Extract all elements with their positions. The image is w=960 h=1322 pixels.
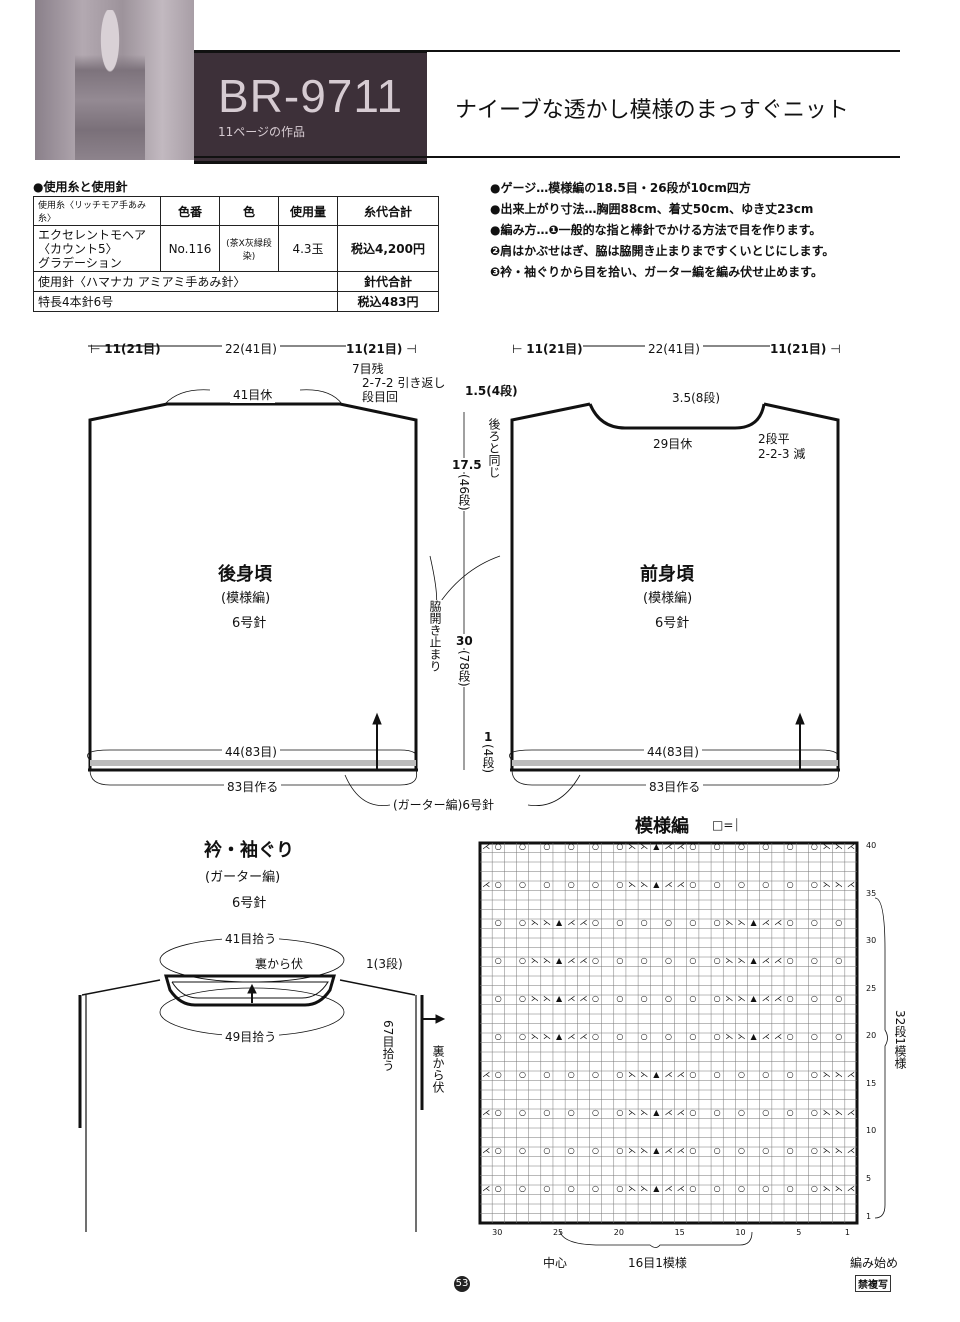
shoulder-note: 7目残 2-7-2 引き返し 段目回 — [352, 362, 446, 404]
armhole-pick: 67目拾う — [381, 1020, 395, 1072]
side-rows: (78段) — [456, 650, 473, 687]
model-photo — [35, 0, 194, 160]
col-amount: 使用量 — [278, 196, 338, 226]
front-pattern: (模様編) — [643, 591, 693, 606]
armhole-bind-off: 裏から伏 — [431, 1045, 445, 1093]
front-dim-center: 22(41目) — [645, 340, 703, 357]
back-cast-on: 83目作る — [224, 778, 282, 795]
front-width: 44(83目) — [644, 743, 702, 760]
materials-table: 使用糸〈リッチモア手あみ糸〉 色番 色 使用量 糸代合計 エクセレントモヘア 〈… — [33, 196, 439, 312]
hem-dim: 1 — [484, 730, 493, 744]
divider — [194, 156, 900, 158]
page-number: 53 — [454, 1276, 470, 1292]
yarn-price: 税込4,200円 — [337, 225, 439, 272]
needle-name: 特長4本針6号 — [33, 291, 338, 312]
back-body-title: 後身頃 — [218, 564, 272, 585]
front-cast-on: 83目作る — [646, 778, 704, 795]
needle-price: 税込483円 — [337, 291, 439, 312]
chart-title: 模様編 — [635, 816, 689, 837]
instructions: ●ゲージ…模様編の18.5目・26段が10cm四方 ●出来上がり寸法…胸囲88c… — [490, 178, 834, 283]
repeat-rows-label: 32段1模様 — [893, 1010, 907, 1069]
materials-heading: ●使用糸と使用針 — [33, 180, 128, 194]
repeat-cols-label: 16目1模様 — [628, 1256, 687, 1270]
collar-back-pick: 41目拾う — [222, 930, 280, 947]
step-3: ❸衿・袖ぐりから目を拾い、ガーター編を編み伏せ止めます。 — [490, 265, 823, 279]
col-color-no: 色番 — [160, 196, 220, 226]
back-hold-label: 41目休 — [230, 386, 276, 403]
back-width: 44(83目) — [222, 743, 280, 760]
step-2: ❷肩はかぶせはぎ、脇は脇開き止まりまですくいとじにします。 — [490, 244, 835, 258]
neck-depth: 3.5(8段) — [672, 391, 721, 405]
page-reference: 11ページの作品 — [218, 125, 306, 139]
collar-front-pick: 49目拾う — [222, 1028, 280, 1045]
back-dim-center: 22(41目) — [222, 340, 280, 357]
back-needle: 6号針 — [232, 616, 267, 631]
start-label: 編み始め — [850, 1256, 899, 1270]
stitch-chart: ⋌○○○○○○⋋⋋▲⋌⋌○○○○○○⋋⋋⋌⋌○○○○○○⋋⋋▲⋌⋌○○○○○○⋋… — [482, 842, 855, 1193]
gauge: ●ゲージ…模様編の18.5目・26段が10cm四方 — [490, 181, 751, 195]
center-label: 中心 — [543, 1256, 568, 1270]
same-as-back-note: 後ろと同じ — [487, 418, 501, 478]
collar-width: 1(3段) — [366, 957, 403, 971]
collar-pattern: (ガーター編) — [205, 870, 281, 885]
armhole-rows: (46段) — [456, 474, 473, 511]
chart-legend: □=⏐ — [712, 818, 741, 832]
col-price: 糸代合計 — [337, 196, 439, 226]
copy-prohibited-stamp: 禁複写 — [855, 1275, 891, 1292]
col-color: 色 — [219, 196, 279, 226]
title-bar: BR-9711 11ページの作品 — [194, 50, 427, 164]
yarn-amount: 4.3玉 — [278, 225, 338, 272]
shoulder-slope-dim: 1.5(4段) — [465, 384, 518, 398]
back-dim-left: ⊢ 11(21目) — [90, 342, 161, 356]
yarn-color-no: No.116 — [160, 225, 220, 272]
back-pattern: (模様編) — [221, 591, 271, 606]
finished-size: ●出来上がり寸法…胸囲88cm、着丈50cm、ゆき丈23cm — [490, 202, 814, 216]
hem-rows: (4段) — [481, 744, 495, 773]
front-dim-left: ⊢ 11(21目) — [512, 340, 583, 357]
divider — [427, 50, 900, 52]
back-dim-right: 11(21目) ⊣ — [346, 340, 417, 357]
front-dim-right: 11(21目) ⊣ — [770, 340, 841, 357]
front-needle: 6号針 — [655, 616, 690, 631]
garter-note: (ガーター編)6号針 — [390, 796, 497, 813]
slit-note: 脇開き止まり — [427, 600, 444, 672]
neck-note: 2段平 2-2-3 減 — [758, 432, 806, 461]
front-body-title: 前身頃 — [640, 564, 694, 585]
side-dim: 30 — [456, 634, 473, 648]
step-1: ●編み方…❶一般的な指と棒針でかける方法で目を作ります。 — [490, 223, 822, 237]
collar-needle: 6号針 — [232, 896, 267, 911]
collar-bind-off: 裏から伏 — [255, 957, 304, 971]
pattern-code: BR-9711 — [218, 70, 404, 122]
collar-title: 衿・袖ぐり — [204, 840, 294, 861]
armhole-dim: 17.5 — [452, 458, 482, 472]
col-yarn: 使用糸〈リッチモア手あみ糸〉 — [33, 196, 161, 226]
front-hold-label: 29目休 — [653, 437, 693, 451]
page-subtitle: ナイーブな透かし模様のまっすぐニット — [455, 98, 849, 123]
